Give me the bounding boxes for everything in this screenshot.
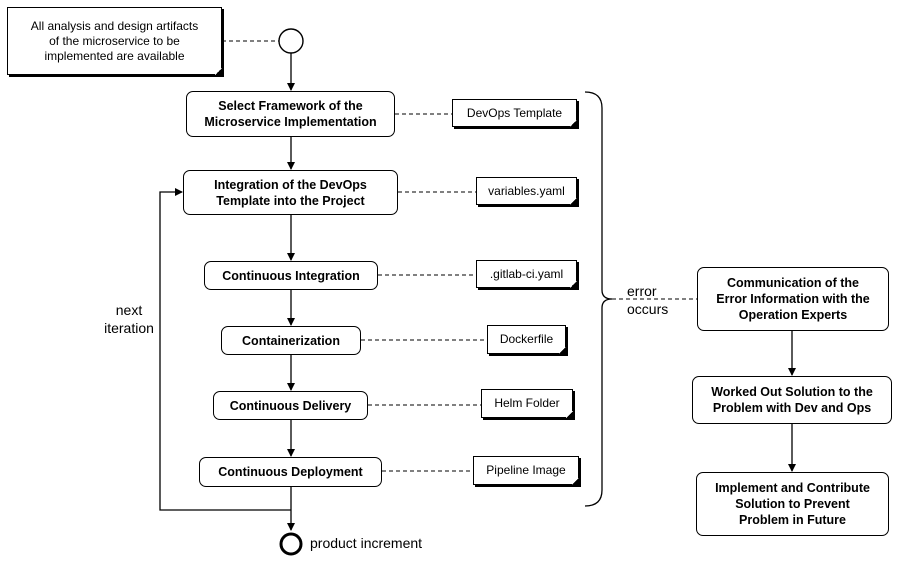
error-scope-brace — [584, 91, 613, 507]
step-select-framework: Select Framework of the Microservice Imp… — [186, 91, 395, 137]
artifact-dockerfile: Dockerfile — [487, 325, 566, 354]
end-node — [279, 532, 303, 556]
loop-back-arrow — [159, 188, 291, 511]
error-step-implement-contribute: Implement and Contribute Solution to Pre… — [696, 472, 889, 536]
artifact-gitlab-ci-yaml: .gitlab-ci.yaml — [476, 260, 577, 288]
error-occurs-label: error occurs — [627, 283, 669, 317]
product-increment-label: product increment — [310, 535, 423, 551]
artifact-helm-folder: Helm Folder — [481, 389, 573, 418]
step-continuous-integration: Continuous Integration — [204, 261, 378, 290]
step-continuous-delivery: Continuous Delivery — [213, 391, 368, 420]
next-iteration-label: next iteration — [104, 302, 154, 336]
error-step-communication: Communication of the Error Information w… — [697, 267, 889, 331]
step-continuous-deployment: Continuous Deployment — [199, 457, 382, 487]
artifact-variables-yaml: variables.yaml — [476, 177, 577, 205]
artifact-pipeline-image: Pipeline Image — [473, 456, 579, 485]
start-node — [278, 28, 304, 54]
artifact-devops-template: DevOps Template — [452, 99, 577, 127]
error-step-worked-out-solution: Worked Out Solution to the Problem with … — [692, 376, 892, 424]
step-integration-template: Integration of the DevOps Template into … — [183, 170, 398, 215]
step-containerization: Containerization — [221, 326, 361, 355]
precondition-note: All analysis and design artifacts of the… — [7, 7, 222, 75]
